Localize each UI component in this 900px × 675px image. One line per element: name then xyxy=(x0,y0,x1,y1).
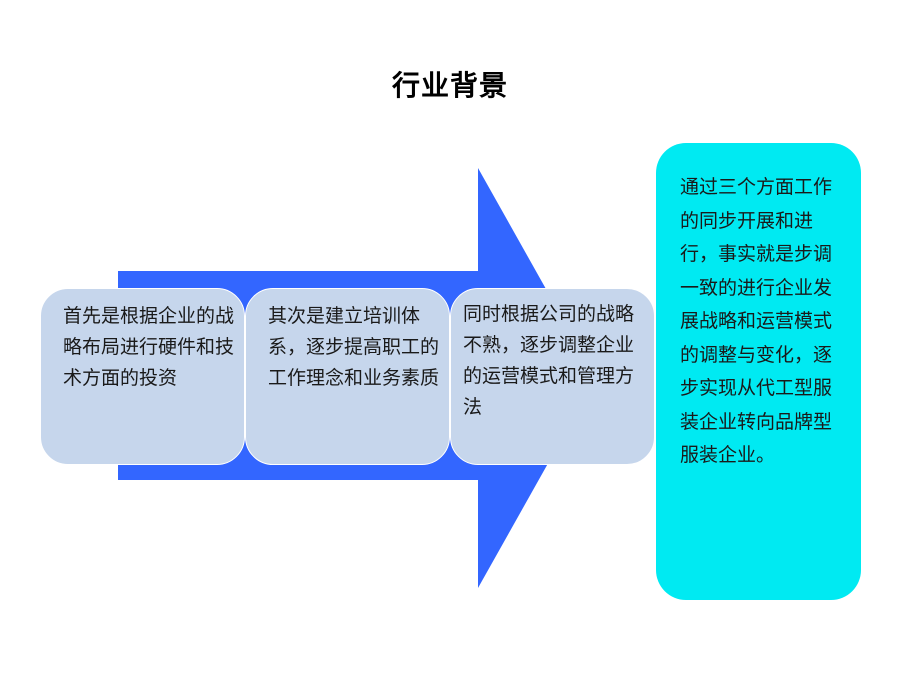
step-box-2: 其次是建立培训体系，逐步提高职工的工作理念和业务素质 xyxy=(245,288,450,465)
slide-title: 行业背景 xyxy=(391,69,508,102)
step-box-1: 首先是根据企业的战略布局进行硬件和技术方面的投资 xyxy=(40,288,245,465)
step-box-3: 同时根据公司的战略不熟，逐步调整企业的运营模式和管理方法 xyxy=(450,288,655,465)
summary-box: 通过三个方面工作的同步开展和进行，事实就是步调一致的进行企业发展战略和运营模式的… xyxy=(656,143,861,600)
